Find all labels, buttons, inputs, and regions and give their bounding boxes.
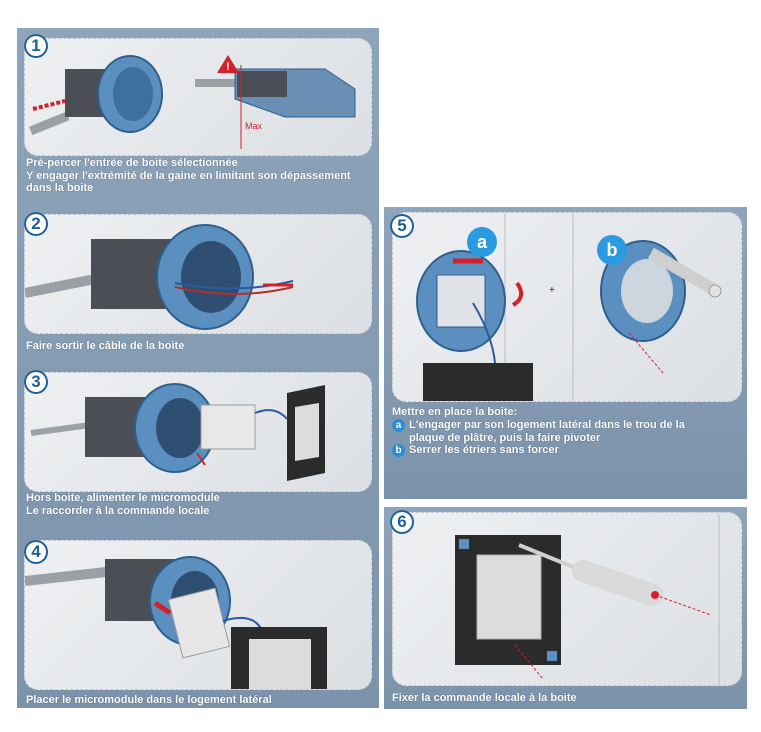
step-2-caption: Faire sortir le câble de la boite (26, 340, 185, 352)
substep-a-badge: a (392, 418, 405, 432)
step-4-caption: Placer le micromodule dans le logement l… (26, 694, 272, 706)
step-1-caption: Pré-percer l'entrée de boite sélectionné… (26, 157, 351, 195)
step-4-drawing (25, 556, 327, 689)
step-1-caption-line1: Pré-percer l'entrée de boite sélectionné… (26, 157, 238, 169)
step-6-number: 6 (390, 510, 414, 534)
plus-sign: + (549, 285, 555, 296)
step-5-caption: Mettre en place la boite: a L'engager par… (392, 406, 685, 457)
substep-a-text-line1: L'engager par son logement latéral dans … (409, 418, 685, 431)
svg-text:!: ! (226, 61, 230, 73)
step-4-illustration (24, 540, 372, 690)
step-1-caption-line2: Y engager l'extrémité de la gaine en lim… (26, 169, 351, 182)
step-5-drawing: + (416, 213, 722, 401)
step-1-number: 1 (24, 34, 48, 58)
step-3-caption-line2: Le raccorder à la commande locale (26, 504, 210, 517)
step-3-drawing (30, 383, 325, 481)
substep-b-badge: b (392, 444, 405, 457)
step-6-caption: Fixer la commande locale à la boite (392, 692, 577, 704)
substep-b-icon: b (597, 235, 627, 265)
step-5-illustration: + a b (392, 212, 742, 402)
step-1-illustration: ! Max (24, 38, 372, 156)
substep-a-icon: a (467, 227, 497, 257)
substep-b-text: Serrer les étriers sans forcer (409, 444, 559, 456)
step-2-illustration (24, 214, 372, 334)
warning-triangle-icon: ! (217, 55, 239, 73)
step-2-drawing (25, 224, 294, 330)
step-5-number: 5 (390, 214, 414, 238)
step-5-title: Mettre en place la boite: (392, 406, 518, 418)
step-6-drawing (455, 513, 720, 685)
step-1-drawing (28, 55, 356, 149)
step-3-caption: Hors boite, alimenter le micromodule Le … (26, 492, 220, 517)
step-5-substep-a: a L'engager par son logement latéral dans… (392, 418, 685, 432)
step-2-number: 2 (24, 212, 48, 236)
max-label: Max (245, 121, 263, 131)
step-3-illustration (24, 372, 372, 492)
step-3-number: 3 (24, 370, 48, 394)
substep-a-text-line2: plaque de plâtre, puis la faire pivoter (409, 431, 601, 444)
step-5-substep-b: b Serrer les étriers sans forcer (392, 444, 685, 457)
step-3-caption-line1: Hors boite, alimenter le micromodule (26, 492, 220, 504)
step-1-caption-line3: dans la boite (26, 182, 94, 194)
step-4-number: 4 (24, 540, 48, 564)
step-6-illustration (392, 512, 742, 686)
